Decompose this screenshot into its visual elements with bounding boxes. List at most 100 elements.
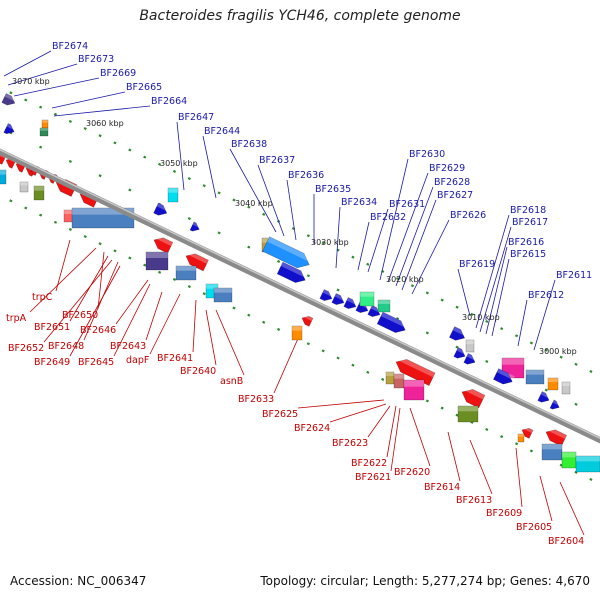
gene-label[interactable]: BF2649 xyxy=(34,357,70,368)
reverse-gene[interactable] xyxy=(300,313,314,327)
gene-label[interactable]: BF2641 xyxy=(157,353,193,364)
forward-gene[interactable] xyxy=(276,261,309,286)
gene-label[interactable]: BF2673 xyxy=(78,54,114,65)
gene-label[interactable]: BF2615 xyxy=(510,249,546,260)
gene-label[interactable]: BF2613 xyxy=(456,495,492,506)
gene-label[interactable]: BF2633 xyxy=(238,394,274,405)
reverse-gene[interactable] xyxy=(459,385,486,409)
reverse-gene[interactable] xyxy=(183,250,209,272)
forward-gene[interactable] xyxy=(331,293,347,307)
gene-label[interactable]: BF2614 xyxy=(424,482,460,493)
reverse-gene[interactable] xyxy=(385,371,395,385)
reverse-gene[interactable] xyxy=(543,426,568,447)
reverse-gene[interactable] xyxy=(575,455,600,473)
gene-label[interactable]: BF2624 xyxy=(294,423,330,434)
gene-label[interactable]: BF2625 xyxy=(262,409,298,420)
gene-label[interactable]: BF2638 xyxy=(231,139,267,150)
gene-label[interactable]: BF2620 xyxy=(394,467,430,478)
forward-gene[interactable] xyxy=(153,202,170,218)
gene-label[interactable]: BF2647 xyxy=(178,112,214,123)
reverse-gene[interactable] xyxy=(403,379,425,401)
reverse-gene[interactable] xyxy=(457,405,479,423)
gene-label[interactable]: BF2605 xyxy=(516,522,552,533)
forward-gene[interactable] xyxy=(453,347,468,360)
gene-label[interactable]: BF2621 xyxy=(355,472,391,483)
gene-label[interactable]: BF2636 xyxy=(288,170,324,181)
reverse-gene[interactable] xyxy=(175,265,197,281)
gene-label[interactable]: BF2665 xyxy=(126,82,162,93)
gene-label[interactable]: BF2669 xyxy=(100,68,136,79)
forward-gene[interactable] xyxy=(537,391,552,404)
gene-label[interactable]: trpC xyxy=(32,292,53,303)
reverse-gene[interactable] xyxy=(145,251,169,271)
forward-gene[interactable] xyxy=(549,399,562,412)
forward-gene[interactable] xyxy=(262,236,313,272)
gene-label[interactable]: BF2604 xyxy=(548,536,584,547)
gene-label[interactable]: BF2644 xyxy=(204,126,240,137)
reverse-gene[interactable] xyxy=(561,451,577,469)
reverse-gene[interactable] xyxy=(393,355,436,387)
gene-label[interactable]: BF2627 xyxy=(437,190,473,201)
reverse-gene[interactable] xyxy=(520,425,534,439)
gene-label[interactable]: BF2623 xyxy=(332,438,368,449)
reverse-gene[interactable] xyxy=(291,325,303,341)
forward-gene[interactable] xyxy=(1,93,17,107)
forward-gene[interactable] xyxy=(41,119,49,129)
reverse-gene[interactable] xyxy=(541,443,563,461)
gene-label[interactable]: BF2651 xyxy=(34,322,70,333)
forward-gene[interactable] xyxy=(547,377,559,391)
forward-gene[interactable] xyxy=(359,291,375,307)
gene-label[interactable]: BF2664 xyxy=(151,96,187,107)
gene-label[interactable]: BF2645 xyxy=(78,357,114,368)
gene-label[interactable]: BF2652 xyxy=(8,343,44,354)
gene-label[interactable]: BF2611 xyxy=(556,270,592,281)
gene-label[interactable]: BF2650 xyxy=(62,310,98,321)
forward-gene[interactable] xyxy=(449,326,468,344)
gene-label[interactable]: dapF xyxy=(126,355,149,366)
gene-label[interactable]: BF2630 xyxy=(409,149,445,160)
gene-label[interactable]: BF2618 xyxy=(510,205,546,216)
forward-gene[interactable] xyxy=(465,339,475,353)
gene-label[interactable]: BF2626 xyxy=(450,210,486,221)
forward-gene[interactable] xyxy=(561,381,571,395)
forward-gene[interactable] xyxy=(167,187,179,203)
reverse-gene[interactable] xyxy=(33,185,45,201)
gene-label[interactable]: BF2637 xyxy=(259,155,295,166)
gene-label[interactable]: BF2619 xyxy=(459,259,495,270)
reverse-gene[interactable] xyxy=(0,169,7,185)
forward-gene[interactable] xyxy=(189,221,202,234)
gene-label[interactable]: BF2646 xyxy=(80,325,116,336)
gene-label[interactable]: BF2629 xyxy=(429,163,465,174)
gene-label[interactable]: BF2631 xyxy=(389,199,425,210)
forward-gene[interactable] xyxy=(319,289,335,303)
forward-gene[interactable] xyxy=(525,369,545,385)
gene-label[interactable]: BF2617 xyxy=(512,217,548,228)
gene-label[interactable]: trpA xyxy=(6,313,27,324)
reverse-gene[interactable] xyxy=(393,373,405,389)
gene-label[interactable]: BF2640 xyxy=(180,366,216,377)
gene-label[interactable]: BF2674 xyxy=(52,41,88,52)
gene-label[interactable]: BF2612 xyxy=(528,290,564,301)
reverse-gene[interactable] xyxy=(151,234,174,254)
gene-label[interactable]: BF2634 xyxy=(341,197,377,208)
forward-gene[interactable] xyxy=(19,181,29,193)
gene-label[interactable]: BF2643 xyxy=(110,341,146,352)
reverse-gene[interactable] xyxy=(213,287,233,303)
gene-label[interactable]: asnB xyxy=(220,376,243,387)
forward-gene[interactable] xyxy=(493,368,515,388)
forward-gene[interactable] xyxy=(39,127,49,137)
forward-gene[interactable] xyxy=(376,311,409,336)
forward-gene[interactable] xyxy=(343,297,359,311)
gene-label[interactable]: BF2609 xyxy=(486,508,522,519)
gene-label[interactable]: BF2632 xyxy=(370,212,406,223)
forward-gene[interactable] xyxy=(377,299,391,313)
gene-label[interactable]: BF2628 xyxy=(434,177,470,188)
reverse-gene[interactable] xyxy=(517,433,525,443)
gene-label[interactable]: BF2616 xyxy=(508,237,544,248)
gene-label[interactable]: BF2648 xyxy=(48,341,84,352)
forward-gene[interactable] xyxy=(463,353,478,366)
gene-label[interactable]: BF2635 xyxy=(315,184,351,195)
gene-label[interactable]: BF2622 xyxy=(351,458,387,469)
forward-gene[interactable] xyxy=(3,123,17,136)
